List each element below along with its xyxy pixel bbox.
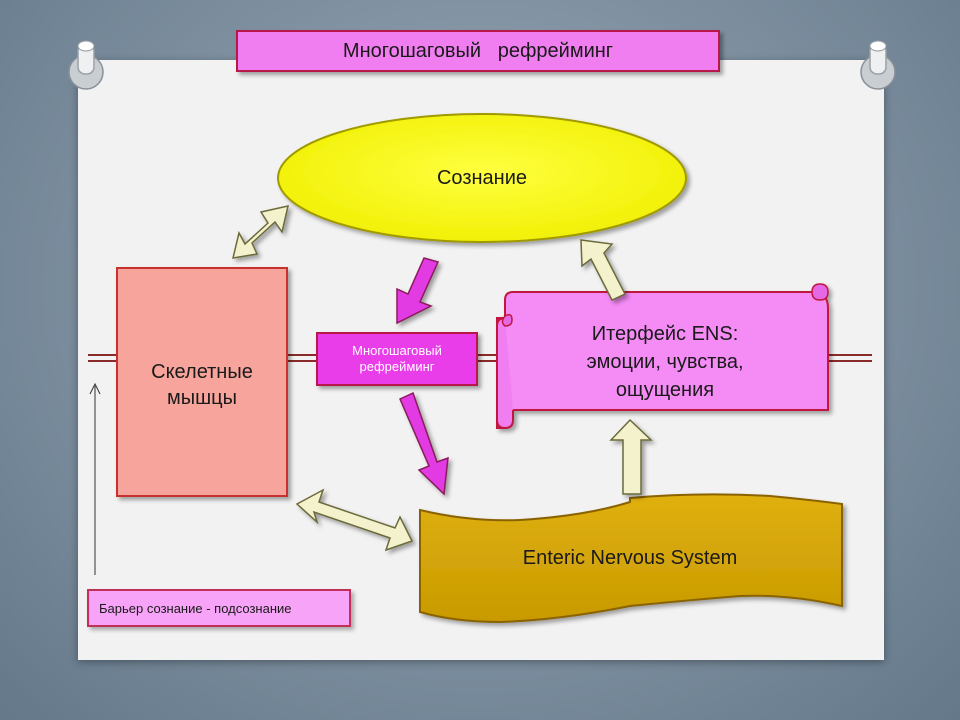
barrier-box: Барьер сознание - подсознание	[87, 589, 351, 627]
arrow-up-ens-to-interface	[609, 418, 653, 495]
ens-banner	[419, 493, 843, 624]
skeletal-muscles-box	[116, 267, 288, 497]
arrow-up-interface-to-consciousness	[580, 239, 627, 301]
consciousness-ellipse	[277, 113, 687, 243]
upward-thin-arrow	[89, 382, 101, 575]
arrow-down-consciousness-to-reframing	[396, 257, 440, 325]
pushpin-left-icon	[68, 40, 104, 90]
title-box: Многошаговый рефрейминг	[236, 30, 720, 72]
skeletal-muscles-label: Скелетные мышцы	[151, 361, 253, 409]
consciousness-label: Сознание	[436, 166, 528, 189]
pushpin-right-icon	[860, 40, 896, 90]
arrow-double-muscles-ens	[295, 488, 414, 552]
arrow-down-reframing-to-ens	[399, 391, 449, 496]
arrow-double-muscles-consciousness	[232, 205, 289, 259]
ens-interface-label: Итерфейс ENS: эмоции, чувства, ощущения	[586, 323, 744, 401]
ens-interface-scroll	[496, 283, 829, 430]
center-reframing-box: Многошаговый рефрейминг	[316, 332, 478, 386]
enteric-nervous-system-label: Enteric Nervous System	[522, 546, 738, 569]
